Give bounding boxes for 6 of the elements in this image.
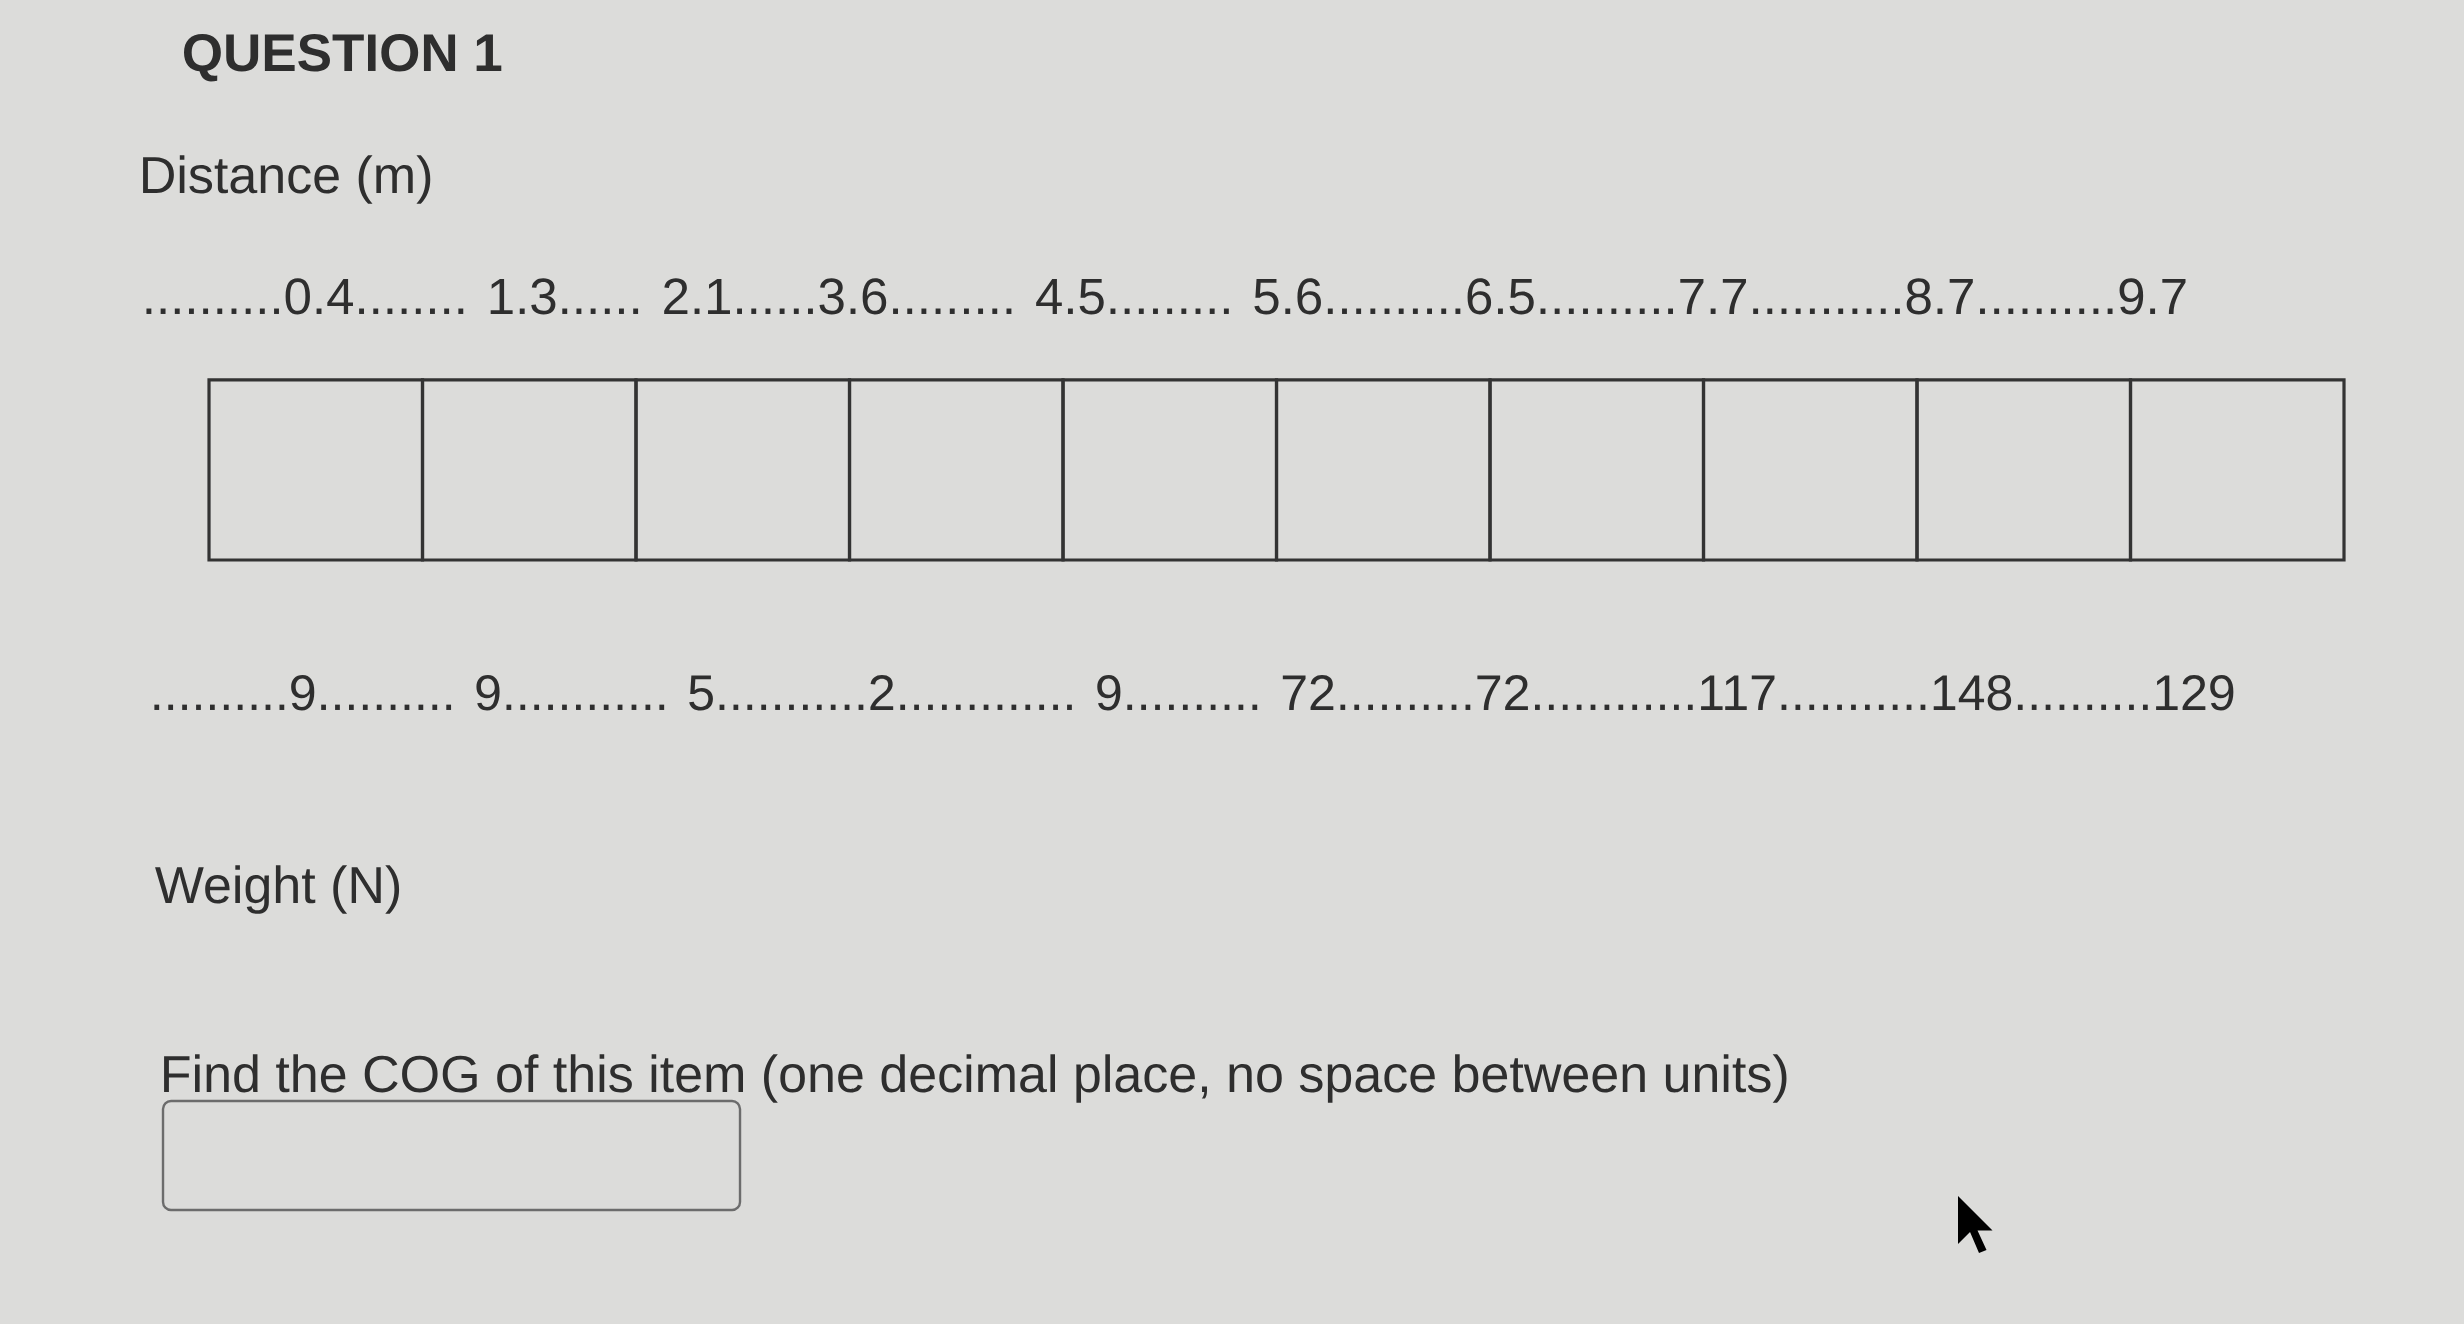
question-text: Find the COG of this item (one decimal place, no space between units) — [164, 1054, 1787, 1103]
heading: QUESTION 1 — [184, 33, 502, 82]
number-row: ..........9.......... 9............ 5...........2............. 9.......... 72..........72............117...........148..........129 — [154, 675, 2234, 711]
number-row: ..........0.4........ 1.3...... 2.1......3.6......... 4.5......... 5.6..........6.5..........7.7...........8.7..........9.7 — [146, 278, 2186, 315]
axis-label: Distance (m) — [143, 155, 431, 204]
axis-label: Weight (N) — [155, 865, 400, 914]
